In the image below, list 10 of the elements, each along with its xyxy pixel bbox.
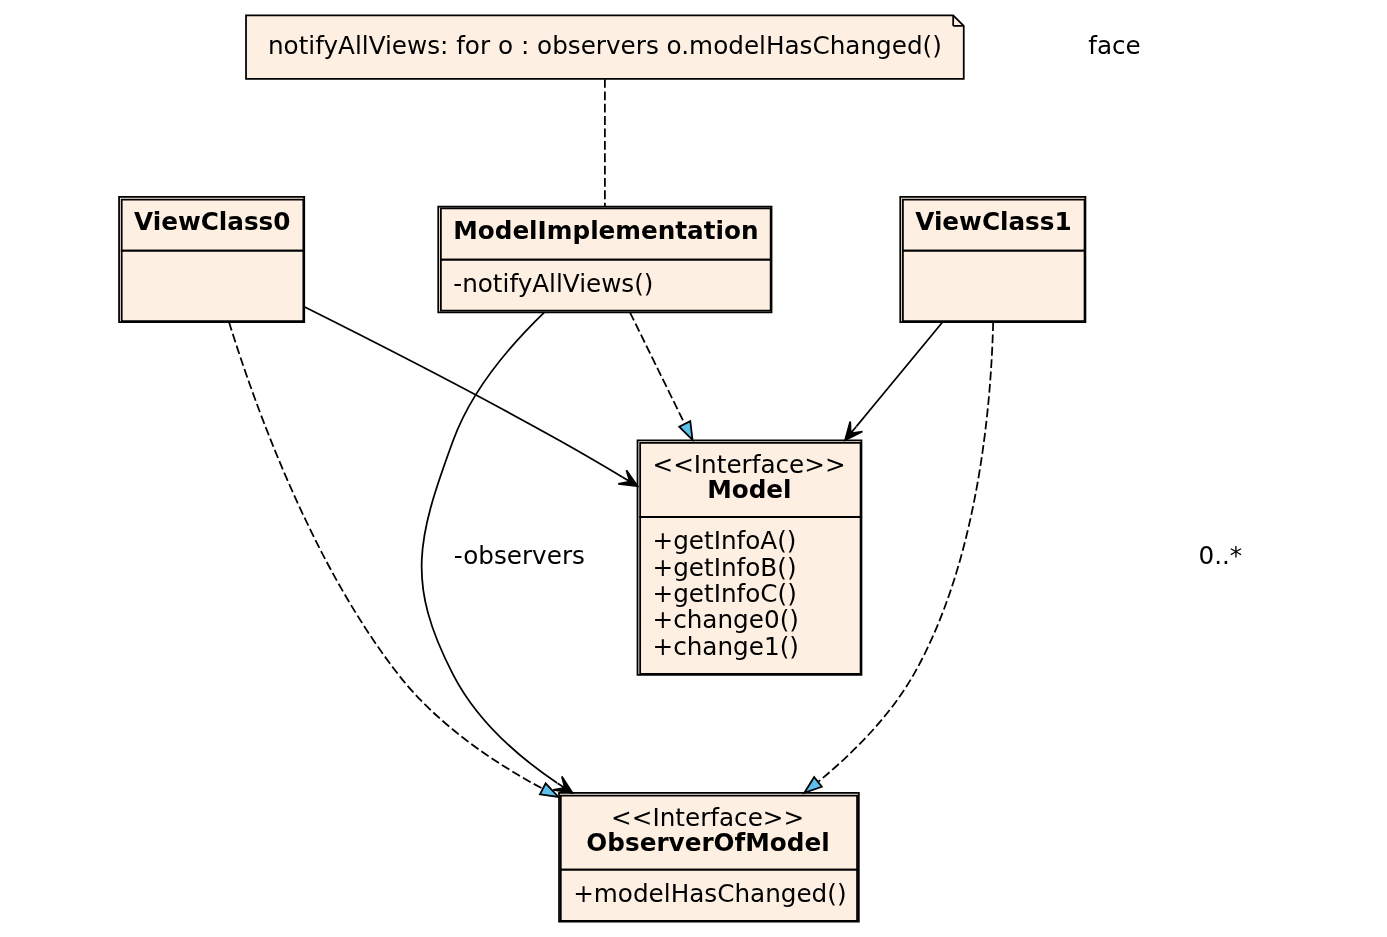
connector	[604, 78, 606, 208]
label: 0..*	[1198, 541, 1243, 571]
arrow	[228, 321, 561, 799]
arrow	[303, 306, 639, 487]
arrow	[629, 311, 694, 443]
label: face	[1088, 30, 1141, 60]
arrow	[802, 321, 995, 795]
edge-label: -observers	[453, 541, 585, 571]
arrow	[844, 321, 944, 441]
arrow	[420, 311, 574, 794]
